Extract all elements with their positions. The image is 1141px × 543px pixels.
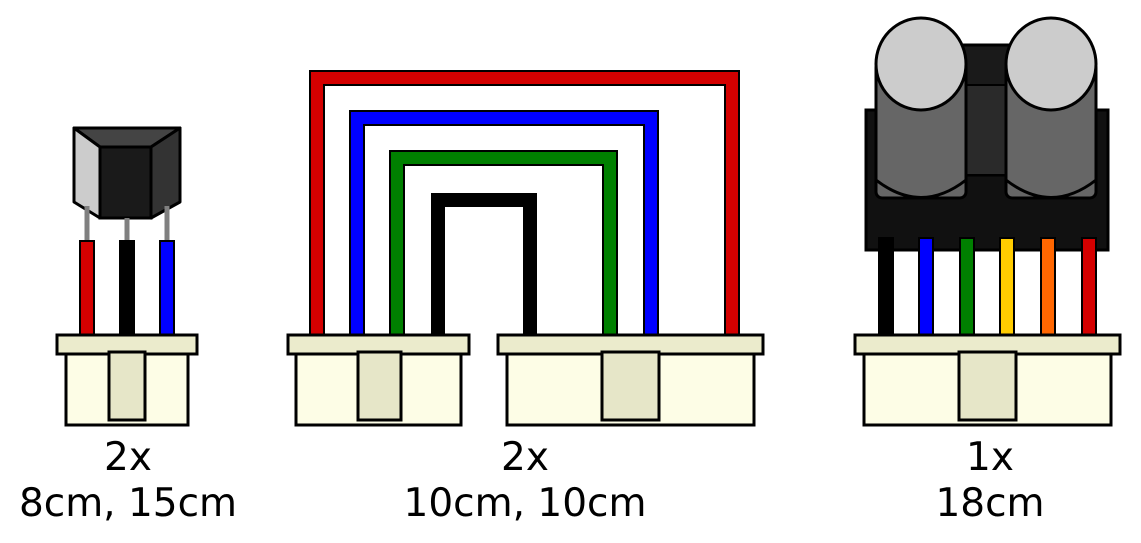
transducer-left-top — [874, 16, 968, 112]
lengths-label: 10cm, 10cm — [403, 481, 647, 526]
quantity-label: 2x — [104, 435, 152, 480]
transducer-left-bottom — [875, 178, 967, 199]
looped-wire-icon — [309, 70, 740, 335]
connector-latch — [600, 350, 661, 422]
quantity-label: 2x — [501, 435, 549, 480]
wire-red — [1081, 237, 1097, 336]
wire-red — [79, 240, 95, 336]
to92-sensor-icon — [72, 126, 182, 220]
connector-3pin — [55, 333, 199, 427]
wire-black — [119, 240, 135, 336]
wire-black — [431, 193, 537, 335]
temperature-sensor-cable — [55, 126, 199, 427]
wire-green — [389, 150, 618, 335]
connector-6pin — [853, 333, 1122, 427]
ultrasonic-sensor-icon — [864, 16, 1110, 252]
wire-blue — [918, 237, 934, 336]
transducer-right-top — [1004, 16, 1098, 112]
sensor-front-face — [98, 145, 153, 220]
caption-double-connector-cable: 2x 10cm, 10cm — [390, 435, 660, 527]
quantity-label: 1x — [966, 435, 1014, 480]
connector-4pin-left — [286, 333, 471, 427]
ultrasonic-sensor-cable — [853, 16, 1122, 427]
wire-orange — [1040, 237, 1056, 336]
caption-temperature-sensor-cable: 2x 8cm, 15cm — [0, 435, 256, 527]
connector-latch — [957, 350, 1018, 422]
sensor-bridge-shade — [965, 84, 1011, 176]
double-connector-cable — [286, 70, 765, 427]
wire-green — [959, 237, 975, 336]
lengths-label: 8cm, 15cm — [18, 481, 238, 526]
lengths-label: 18cm — [935, 481, 1045, 526]
caption-ultrasonic-sensor-cable: 1x 18cm — [900, 435, 1080, 527]
wire-black — [878, 237, 894, 336]
connector-6pin-right — [496, 333, 765, 427]
wire-yellow — [999, 237, 1015, 336]
transducer-right-bottom — [1005, 178, 1097, 199]
wire-red-core — [311, 72, 738, 335]
connector-latch — [107, 350, 147, 422]
wire-green-core — [391, 152, 616, 335]
wire-blue-core — [351, 112, 657, 335]
connector-latch — [356, 350, 403, 422]
wire-blue — [159, 240, 175, 336]
